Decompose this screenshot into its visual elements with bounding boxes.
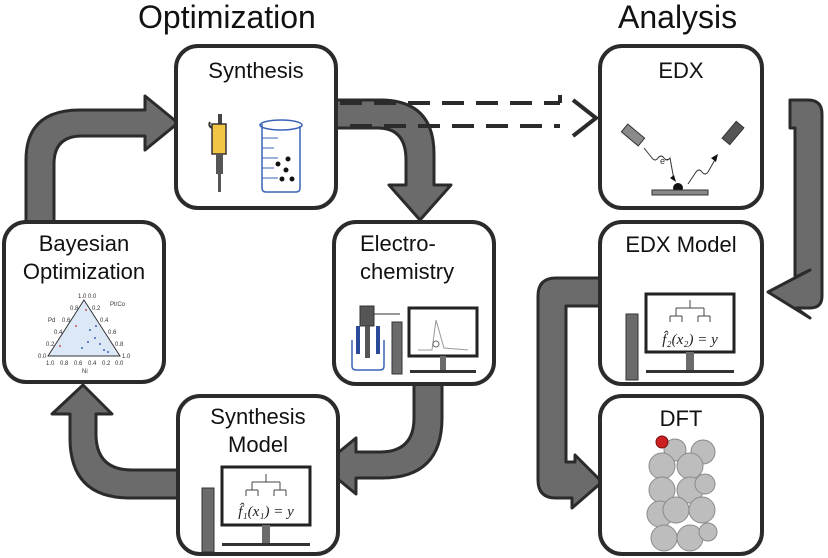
ternary-bottom-tick-4: 0.2 <box>102 361 111 367</box>
ternary-plot-icon: 1.0 0.0 1.0 0.8 0.6 0.4 0.2 0.0 Ni 0.0 0… <box>38 294 131 375</box>
arrow-edx-model-to-dft <box>536 276 604 510</box>
ternary-left-tick-0: 0.0 <box>38 354 47 360</box>
synthesis-model-label-line2: Model <box>228 432 288 457</box>
incident-beam <box>643 147 675 181</box>
arrow-synthesis-to-electrochemistry <box>332 98 453 222</box>
synthesis-model-label-line1: Synthesis <box>210 404 305 429</box>
computer-tower-icon <box>201 487 215 553</box>
ternary-left-tick-1: 0.2 <box>46 342 55 348</box>
dft-label: DFT <box>660 406 703 431</box>
ternary-right-tick-0: 0.2 <box>92 306 101 312</box>
electrochemical-cell-icon <box>351 305 400 371</box>
bayesian-label-line2: Optimization <box>23 259 145 284</box>
analysis-title: Analysis <box>618 0 737 35</box>
decision-tree-icon <box>245 474 287 496</box>
ternary-bottom-tick-2: 0.6 <box>74 361 83 367</box>
box-dft: DFT <box>598 394 764 556</box>
ternary-bottom-tick-1: 0.8 <box>60 361 69 367</box>
arrow-synthesis-model-to-bayesian <box>50 383 180 500</box>
edx-label: EDX <box>658 58 704 83</box>
decision-tree-icon <box>669 300 711 322</box>
electrochemistry-label-line1: Electro- <box>360 231 436 256</box>
adsorbate-icon <box>655 435 669 449</box>
ternary-right-tick-3: 0.8 <box>115 342 124 348</box>
ternary-right-tick-2: 0.6 <box>108 330 117 336</box>
electron-source-icon <box>620 123 646 147</box>
ternary-bottom-tick-5: 0.0 <box>115 361 124 367</box>
arrow-electrochemistry-to-synthesis-model <box>320 380 444 496</box>
atomic-slab-icon <box>646 438 718 552</box>
box-electrochemistry: Electro- chemistry <box>332 220 496 386</box>
detector-icon <box>721 120 745 146</box>
synthesis-model-formula: f̂₁(x₁) = y <box>238 503 294 520</box>
optimization-title: Optimization <box>138 0 316 35</box>
edx-model-formula: f̂₂(x₂) = y <box>662 331 718 348</box>
bayesian-label-line1: Bayesian <box>39 231 130 256</box>
computer-tower-icon <box>625 313 639 381</box>
box-synthesis-model: Synthesis Model f̂₁(x₁) = y <box>176 394 340 556</box>
pipette-icon <box>208 114 227 192</box>
ternary-left-tick-3: 0.6 <box>62 318 71 324</box>
ternary-right-axis-label: Pt/Co <box>110 302 126 308</box>
box-synthesis: Synthesis <box>174 44 338 210</box>
ternary-top-label: 1.0 0.0 <box>78 294 97 300</box>
ternary-bottom-tick-0: 1.0 <box>46 361 55 367</box>
beaker-icon <box>259 119 303 193</box>
ternary-left-tick-4: 0.8 <box>70 306 79 312</box>
edx-model-label: EDX Model <box>625 232 736 257</box>
box-edx: EDX e⁻ <box>598 44 764 210</box>
ternary-right-tick-4: 1.0 <box>122 354 131 360</box>
electrochemistry-label-line2: chemistry <box>360 259 454 284</box>
emitted-xray <box>687 157 717 185</box>
synthesis-label: Synthesis <box>208 58 303 83</box>
dashed-arrow-head <box>558 95 600 138</box>
ternary-bottom-axis-label: Ni <box>82 369 88 375</box>
computer-icon <box>391 306 479 375</box>
ternary-right-tick-1: 0.4 <box>100 318 109 324</box>
arrow-edx-to-edx-model <box>766 98 824 320</box>
ternary-left-axis-label: Pd <box>48 318 55 324</box>
sample-stage-icon <box>651 189 709 196</box>
ternary-left-tick-2: 0.4 <box>54 330 63 336</box>
ternary-bottom-tick-3: 0.4 <box>88 361 97 367</box>
box-edx-model: EDX Model f̂₂(x₂) = y <box>598 220 764 386</box>
arrow-bayesian-to-synthesis <box>24 94 180 230</box>
box-bayesian-optimization: Bayesian Optimization 1.0 0.0 1.0 0.8 0.… <box>2 220 166 384</box>
electron-label: e⁻ <box>660 156 670 166</box>
